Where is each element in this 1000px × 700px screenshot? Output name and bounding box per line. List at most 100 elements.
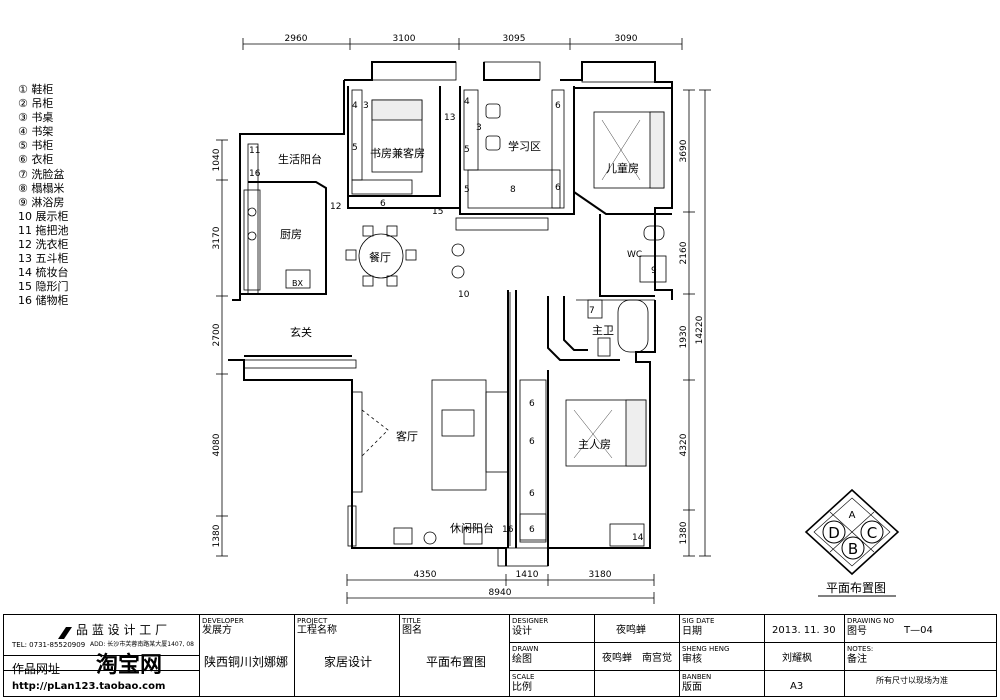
legend-item: ⑦ 洗脸盆 [18, 167, 65, 181]
dim-left-2: 3170 [212, 226, 222, 249]
drawing-no-value: T—04 [904, 625, 933, 636]
legend-item: 14 梳妆台 [18, 266, 69, 280]
company-logo-icon [58, 624, 72, 639]
dim-bottom-1: 4350 [414, 570, 437, 580]
dim-right-1: 3690 [679, 139, 689, 162]
dim-left-4: 4080 [212, 433, 222, 456]
dim-left-5: 1380 [212, 524, 222, 547]
drawn-label: 绘图 [512, 654, 532, 665]
project-value: 家居设计 [324, 655, 373, 669]
developer-label: 发展方 [202, 625, 232, 636]
room-leisure-balcony: 休闲阳台 [450, 521, 494, 535]
marker-wardrobe-3: 6 [555, 183, 561, 193]
notes-en: NOTES: [847, 645, 874, 653]
legend-item: 10 展示柜 [18, 209, 69, 223]
marker-bookcase-3: 5 [464, 185, 470, 195]
room-living: 客厅 [396, 429, 418, 443]
marker-display: 10 [458, 290, 470, 300]
room-kids: 儿童房 [606, 161, 639, 175]
legend-item: ② 吊柜 [18, 97, 54, 111]
marker-wardrobe-6: 6 [529, 489, 535, 499]
check-label: 审核 [682, 654, 702, 665]
scale-en: SCALE [512, 673, 535, 681]
dimension-lines [216, 38, 711, 604]
compass-letter-b: B [848, 540, 858, 558]
dim-left-1: 1040 [212, 148, 222, 171]
item-markers: 4 3 13 5 6 12 15 4 3 5 5 8 6 6 11 16 10 … [249, 97, 657, 543]
company-name: 品 蓝 设 计 工 厂 [76, 623, 168, 637]
developer-en: DEVELOPER [202, 617, 244, 625]
drawn-en: DRAWN [512, 645, 539, 653]
compass-symbol [804, 488, 900, 576]
marker-bookcase-2: 5 [464, 145, 470, 155]
room-master-bedroom: 主人房 [578, 438, 611, 451]
title-en: TITLE [402, 617, 421, 625]
dimension-labels: 2960 3100 3095 3090 4350 1410 3180 8940 … [212, 34, 705, 598]
room-master-bath: 主卫 [592, 324, 614, 337]
marker-mop-sink: 11 [249, 146, 260, 156]
compass-letter-c: C [867, 524, 877, 542]
date-value: 2013. 11. 30 [772, 625, 836, 636]
legend-item: ⑧ 榻榻米 [18, 181, 65, 195]
version-value: A3 [790, 681, 804, 692]
legend-item: 12 洗衣柜 [18, 238, 69, 252]
developer-value: 陕西铜川刘娜娜 [204, 655, 289, 669]
designer-value: 夜鸣蝉 [616, 625, 646, 636]
dim-top-1: 2960 [285, 34, 308, 44]
dim-right-total: 14220 [695, 315, 705, 344]
company-address: ADD: 长沙市芙蓉南路某大厦1407, 08 [90, 641, 194, 648]
marker-basin: 7 [589, 306, 595, 316]
legend-item: ① 鞋柜 [18, 83, 54, 96]
marker-laundry: 12 [330, 202, 341, 212]
legend: ① 鞋柜 ② 吊柜 ③ 书桌 ④ 书架 ⑤ 书柜 ⑥ 衣柜 ⑦ 洗脸盆 ⑧ 榻榻… [18, 83, 69, 309]
title-label: 图名 [402, 625, 422, 636]
compass-letter-a: A [849, 510, 856, 521]
legend-item: 16 储物柜 [18, 294, 69, 308]
marker-bookcase: 5 [352, 143, 358, 153]
marker-hidden-door: 15 [432, 207, 443, 217]
notes-value: 所有尺寸以现场为准 [876, 676, 948, 685]
version-label: 版面 [682, 682, 702, 693]
dim-left-3: 2700 [212, 323, 222, 346]
walls [228, 61, 673, 566]
legend-item: ⑥ 衣柜 [18, 153, 54, 167]
marker-shower: 9 [651, 266, 657, 276]
site-brand-logo: 淘宝网 [96, 652, 163, 678]
drawing-no-en: DRAWING NO [847, 617, 894, 625]
site-label: 作品网址 [12, 662, 61, 676]
room-utility-balcony: 生活阳台 [278, 152, 322, 166]
dim-right-2: 2160 [679, 241, 689, 264]
project-label: 工程名称 [297, 625, 337, 636]
marker-chest: 13 [444, 113, 455, 123]
room-study-guest: 书房兼客房 [370, 146, 425, 160]
legend-item: 15 隐形门 [18, 280, 69, 294]
room-dining: 餐厅 [369, 250, 391, 264]
version-en: BANBEN [682, 673, 712, 681]
room-kitchen: 厨房 [280, 228, 302, 241]
marker-tatami: 8 [510, 185, 516, 195]
marker-vanity: 14 [632, 533, 644, 543]
legend-item: 13 五斗柜 [18, 252, 69, 266]
room-wc: WC [627, 250, 642, 260]
scale-label: 比例 [512, 682, 532, 693]
designer-en: DESIGNER [512, 617, 549, 625]
check-value: 刘耀枫 [782, 653, 812, 664]
room-study-area: 学习区 [508, 139, 541, 153]
marker-bookshelf: 4 [352, 101, 358, 111]
project-en: PROJECT [297, 617, 328, 625]
room-labels: 书房兼客房 学习区 儿童房 生活阳台 厨房 餐厅 WC 玄关 主卫 客厅 主人房… [278, 139, 642, 535]
marker-wardrobe-4: 6 [529, 399, 535, 409]
designer-label: 设计 [512, 626, 532, 637]
marker-bookshelf-2: 4 [464, 97, 470, 107]
dim-right-5: 1380 [679, 521, 689, 544]
marker-wardrobe-2: 6 [555, 101, 561, 111]
dim-top-3: 3095 [503, 34, 526, 44]
notes-label: 备注 [847, 654, 867, 665]
marker-wardrobe-1: 6 [380, 199, 386, 209]
date-en: SIG DATE [682, 617, 715, 625]
legend-item: ④ 书架 [18, 125, 54, 139]
legend-item: ⑨ 淋浴房 [18, 195, 65, 209]
marker-wardrobe-5: 6 [529, 437, 535, 447]
legend-item: 11 拖把池 [18, 223, 69, 237]
drawing-caption: 平面布置图 [826, 581, 886, 595]
